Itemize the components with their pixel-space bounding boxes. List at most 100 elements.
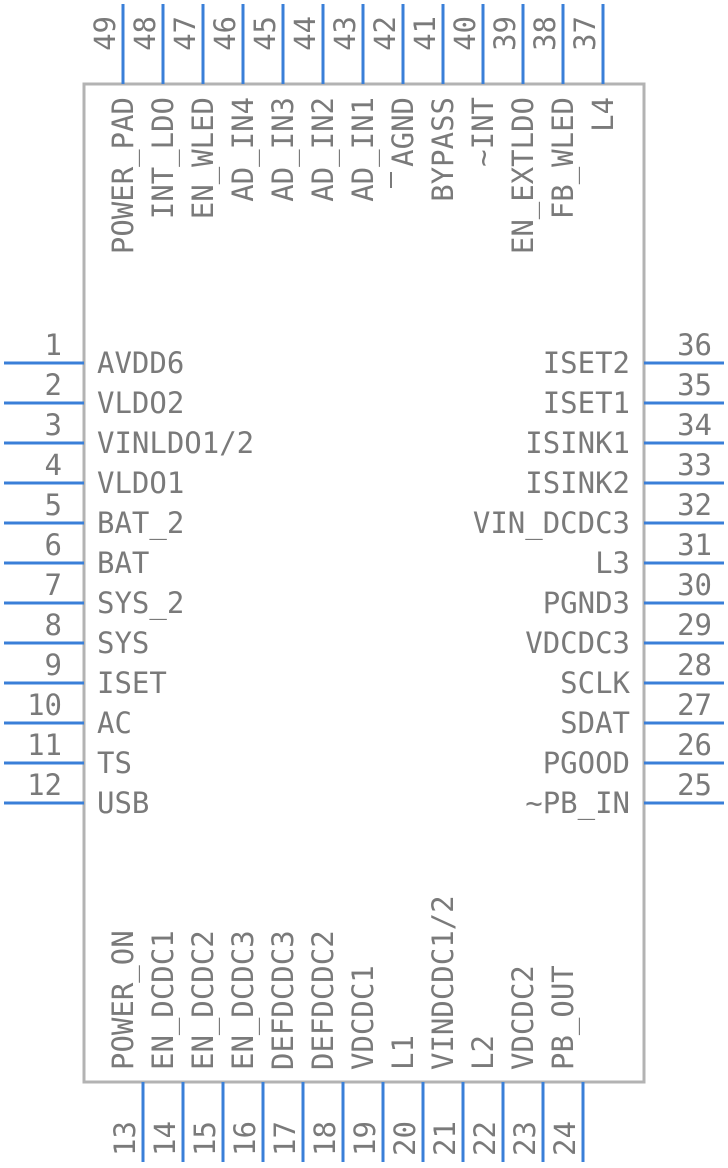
pin-3-label: VINLDO1/2 [97,426,254,460]
pin-28-label: SCLK [560,666,630,700]
pin-45-number: 45 [248,16,282,51]
pin-41-number: 41 [408,16,442,51]
pin-1-number: 1 [45,328,62,362]
ic-body [82,82,646,1084]
pin-9-number: 9 [45,648,62,682]
pin-5-label: BAT_2 [97,506,184,541]
pin-19-label: VDCDC1 [346,965,380,1070]
pin-4-number: 4 [45,448,62,482]
pin-17-number: 17 [268,1121,302,1156]
pin-11-number: 11 [27,728,62,762]
pin-38-label: FB_WLED [546,97,581,219]
pin-33-label: ISINK2 [525,466,630,500]
pin-2-number: 2 [45,368,62,402]
pin-47-label: EN_WLED [186,97,221,219]
pin-29-label: VDCDC3 [525,626,630,660]
pin-38-number: 38 [528,16,562,51]
pin-40-number: 40 [448,16,482,51]
pin-12-number: 12 [27,768,62,802]
pin-35-label: ISET1 [543,386,630,420]
pin-14-number: 14 [148,1121,182,1156]
pin-36-number: 36 [677,328,712,362]
pin-40-label: ~INT [466,97,500,167]
pin-49-number: 49 [88,16,122,51]
pin-48-label: INT_LDO [146,97,181,219]
pin-35-number: 35 [677,368,712,402]
pin-41-label: BYPASS [426,97,460,202]
pin-29-number: 29 [677,608,712,642]
pin-6-number: 6 [45,528,62,562]
pin-12-label: USB [97,786,149,820]
pin-46-label: AD_IN4 [226,97,261,202]
pin-13-number: 13 [108,1121,142,1156]
pin-42-label: AGND [386,97,420,167]
pin-30-label: PGND3 [543,586,630,620]
pin-36-label: ISET2 [543,346,630,380]
pin-31-number: 31 [677,528,712,562]
pin-15-number: 15 [188,1121,222,1156]
pin-27-number: 27 [677,688,712,722]
pin-37-number: 37 [568,16,602,51]
pin-2-label: VLDO2 [97,386,184,420]
pin-6-label: BAT [97,546,149,580]
pin-15-label: EN_DCDC2 [186,930,221,1070]
pin-11-label: TS [97,746,132,780]
pin-23-label: VDCDC2 [506,965,540,1070]
pin-16-label: EN_DCDC3 [226,930,261,1070]
left-pin-group: 1AVDD62VLDO23VINLDO1/24VLDO15BAT_26BAT7S… [4,328,254,820]
pin-19-number: 19 [348,1121,382,1156]
pin-43-number: 43 [328,16,362,51]
pin-30-number: 30 [677,568,712,602]
pin-14-label: EN_DCDC1 [146,930,181,1070]
pin-8-number: 8 [45,608,62,642]
pin-8-label: SYS [97,626,149,660]
pin-21-label: VINDCDC1/2 [426,895,460,1070]
pin-44-number: 44 [288,16,322,51]
pin-23-number: 23 [508,1121,542,1156]
pin-26-label: PGOOD [543,746,630,780]
pin-43-label: AD_IN1 [346,97,381,202]
pin-28-number: 28 [677,648,712,682]
pin-17-label: DEFDCDC3 [266,930,300,1070]
pin-22-number: 22 [468,1121,502,1156]
pin-45-label: AD_IN3 [266,97,301,202]
pin-22-label: L2 [466,1035,500,1070]
pin-20-number: 20 [388,1121,422,1156]
pin-39-number: 39 [488,16,522,51]
pin-34-label: ISINK1 [525,426,630,460]
pin-25-number: 25 [677,768,712,802]
pin-47-number: 47 [168,16,202,51]
pin-24-number: 24 [548,1121,582,1156]
pin-18-label: DEFDCDC2 [306,930,340,1070]
pin-18-number: 18 [308,1121,342,1156]
pin-44-label: AD_IN2 [306,97,341,202]
pin-5-number: 5 [45,488,62,522]
pin-9-label: ISET [97,666,167,700]
pin-32-number: 32 [677,488,712,522]
pin-10-label: AC [97,706,132,740]
pin-13-label: POWER_ON [106,930,141,1070]
pin-20-label: L1 [386,1035,420,1070]
pin-7-number: 7 [45,568,62,602]
pin-25-label: ~PB_IN [525,786,630,821]
bottom-pin-group: 13 POWER_ON 14 EN_DCDC1 15 EN_DCDC2 16 EN_DCDC3… [106,895,585,1162]
pin-16-number: 16 [228,1121,262,1156]
pin-32-label: VIN_DCDC3 [473,506,630,541]
pin-42-number: 42 [368,16,402,51]
pin-46-number: 46 [208,16,242,51]
pin-24-label: PB_OUT [546,965,581,1070]
pin-1-label: AVDD6 [97,346,184,380]
pin-10-number: 10 [27,688,62,722]
pin-7-label: SYS_2 [97,586,184,621]
pin-33-number: 33 [677,448,712,482]
pin-49-label: POWER_PAD [106,97,141,254]
pin-31-label: L3 [595,546,630,580]
pin-4-label: VLDO1 [97,466,184,500]
pin-48-number: 48 [128,16,162,51]
pin-39-label: EN_EXTLDO [506,97,541,254]
right-pin-group: 36ISET235ISET134ISINK133ISINK232VIN_DCDC… [473,328,724,821]
pin-26-number: 26 [677,728,712,762]
pin-21-number: 21 [428,1121,462,1156]
